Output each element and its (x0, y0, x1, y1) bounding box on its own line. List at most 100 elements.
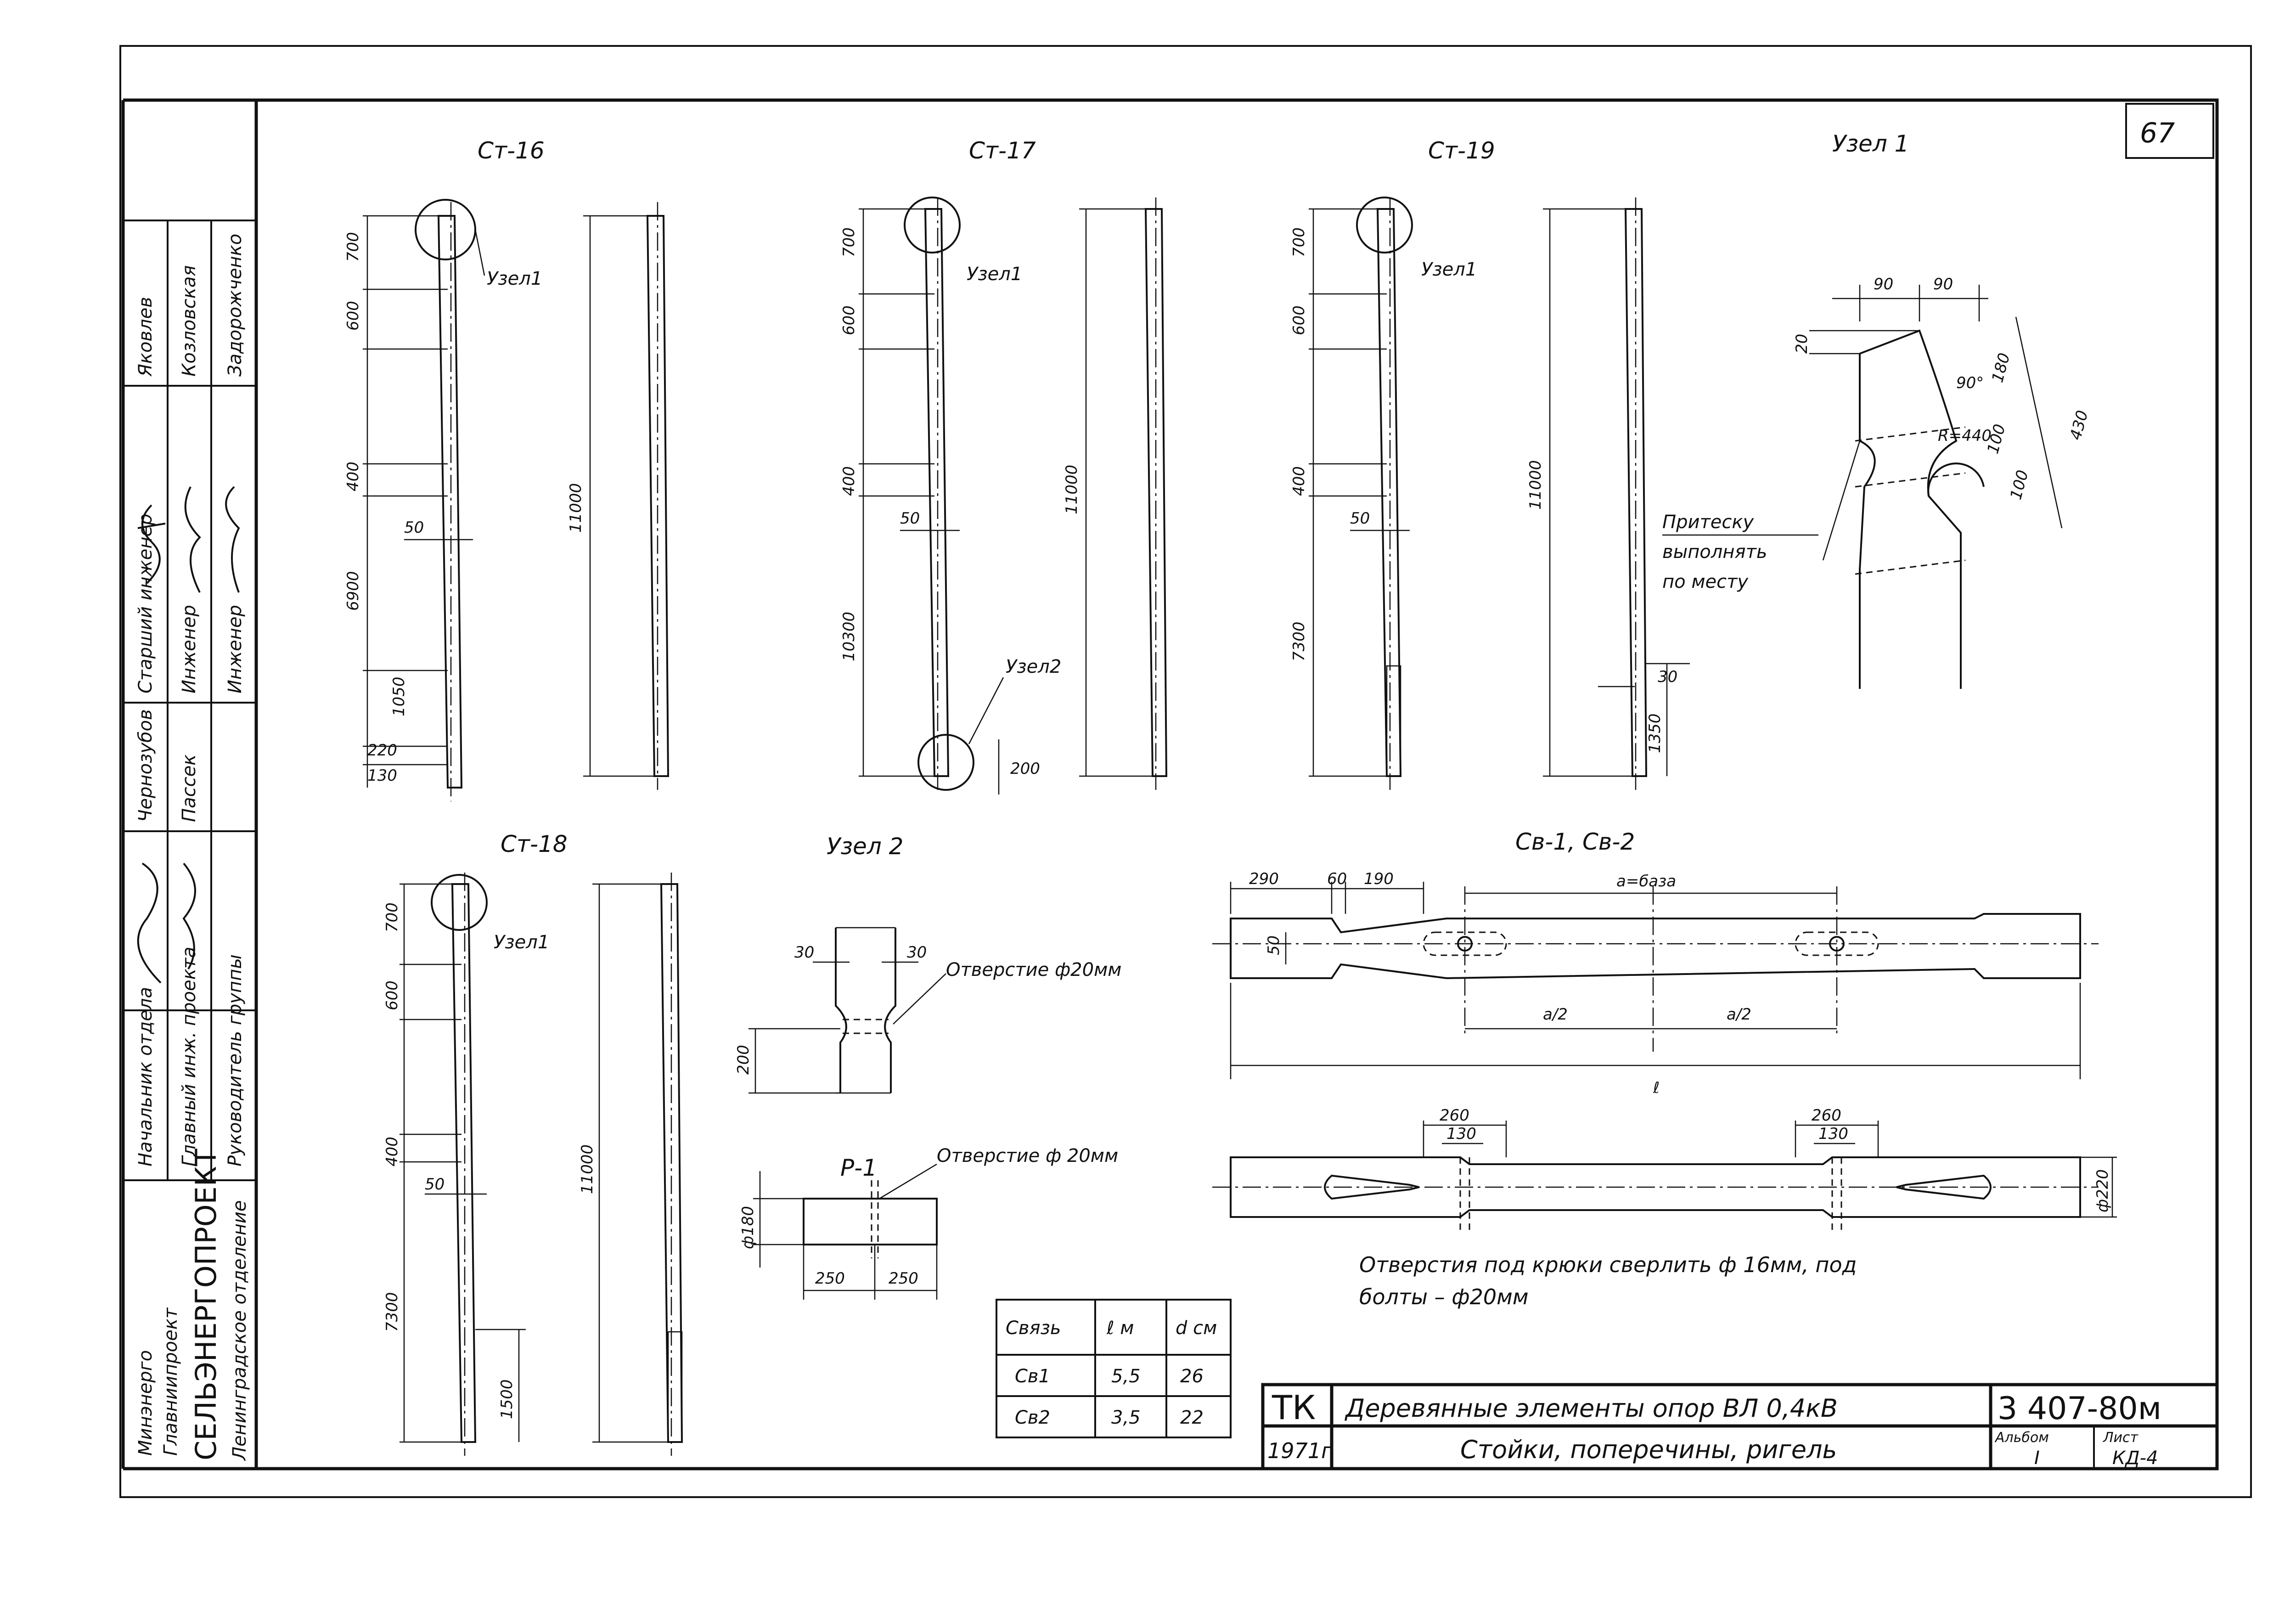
table-cell-0-2: 26 (1180, 1366, 1204, 1387)
stamp-column: Начальник отдела Главный инж. проекта Ру… (123, 220, 256, 1461)
view-p1: Р-1 Отверстие ф 20мм ф180 250 250 (739, 1145, 1118, 1300)
sv-label: Св-1, Св-2 (1515, 828, 1635, 855)
stamp-org-1: Минэнерго (135, 1350, 156, 1456)
p1-dim-250b: 250 (889, 1269, 918, 1288)
st17-dim-200: 200 (1010, 760, 1040, 778)
sv-dim-50: 50 (1265, 935, 1283, 955)
st18-dim-11000: 11000 (578, 1144, 597, 1194)
st19-label: Ст-19 (1428, 137, 1495, 164)
sheet-number-box (2125, 103, 2214, 159)
st18-dim-1500: 1500 (498, 1379, 516, 1419)
st19-callout: Узел1 (1421, 259, 1477, 280)
title-line2: Стойки, поперечины, ригель (1460, 1435, 1837, 1464)
node1-note-1: Притеску (1662, 512, 1755, 533)
stamp-name-1: Чернозубов (135, 709, 156, 822)
table-cell-0-1: 5,5 (1111, 1366, 1141, 1387)
st18-dim-7300: 7300 (383, 1292, 401, 1332)
st17-node2-circle (917, 734, 974, 791)
album-label: Альбом (1994, 1430, 2049, 1446)
node2-note: Отверстие ф20мм (946, 959, 1121, 980)
st19-dim-30: 30 (1658, 668, 1677, 686)
st16-callout: Узел1 (487, 268, 542, 289)
st19-dim-50: 50 (1350, 509, 1370, 528)
stamp-role-3: Руководитель группы (225, 954, 246, 1166)
st19-dim-600: 600 (1290, 305, 1308, 335)
signature-1 (137, 504, 166, 584)
st18-callout: Узел1 (494, 932, 549, 953)
stamp-org-2: Главниипроект (160, 1307, 181, 1456)
sv-dim-260a: 260 (1440, 1106, 1469, 1125)
view-st18: Ст-18 Узел1 700 600 400 50 7300 11000 15… (383, 831, 683, 1456)
st17-dim-11000: 11000 (1063, 465, 1081, 514)
node2-label: Узел 2 (827, 833, 903, 860)
stamp-org-4: Ленинградское отделение (229, 1200, 250, 1461)
st19-dim-7300: 7300 (1290, 621, 1308, 661)
node1-dim-90a: 90 (1874, 275, 1893, 293)
p1-dim-250a: 250 (815, 1269, 845, 1288)
p1-note: Отверстие ф 20мм (937, 1145, 1118, 1166)
title-year: 1971г (1267, 1438, 1333, 1463)
st16-dim-400: 400 (344, 462, 362, 491)
p1-dim-180: ф180 (739, 1206, 757, 1249)
st17-dim-50: 50 (900, 509, 920, 528)
node1-label: Узел 1 (1832, 130, 1909, 157)
st19-dim-400: 400 (1290, 466, 1308, 496)
stamp-role-2: Главный инж. проекта (179, 947, 200, 1166)
st19-node-circle (1356, 197, 1413, 254)
table-cell-0-0: Св1 (1015, 1366, 1050, 1387)
st19-dim-11000: 11000 (1526, 460, 1545, 510)
st17-node1-circle (904, 197, 961, 254)
st17-callout: Узел1 (967, 264, 1022, 285)
signature-2 (184, 486, 201, 593)
node1-dim-430: 430 (2066, 408, 2092, 442)
stamp-name-3: Яковлев (135, 297, 156, 377)
table-cell-1-0: Св2 (1015, 1407, 1050, 1428)
st16-dim-11000: 11000 (567, 483, 585, 533)
node1-dim-100b: 100 (2007, 468, 2032, 501)
signature-4 (137, 862, 162, 984)
sheet-number: 67 (2140, 117, 2175, 149)
holes-note-1: Отверстия под крюки сверлить ф 16мм, под (1359, 1252, 1857, 1277)
stamp-name-2: Пассек (179, 755, 200, 822)
sheet-value: КД-4 (2112, 1448, 2158, 1469)
connection-table: Связь ℓ м d см Св1 5,5 26 Св2 3,5 22 (996, 1299, 1232, 1438)
sv-dim-base: a=база (1616, 872, 1676, 890)
sv-dim-290: 290 (1249, 870, 1279, 888)
sv-dim-130a: 130 (1446, 1125, 1476, 1143)
sv-dim-260b: 260 (1812, 1106, 1841, 1125)
stamp-name-5: Задорожченко (225, 234, 246, 377)
stamp-role-5: Инженер (179, 605, 200, 693)
view-node1: Узел 1 90 90 20 90° 180 430 R=440 100 10… (1662, 130, 2092, 689)
signature-5 (182, 862, 196, 970)
st16-node-circle (415, 199, 476, 260)
node2-dim-200: 200 (734, 1045, 753, 1075)
st19-dim-700: 700 (1290, 227, 1308, 257)
title-designation: 3 407-80м (1998, 1391, 2161, 1427)
view-st16: Ст-16 Узел1 700 600 400 50 6900 1050 220… (344, 137, 670, 801)
sv-dim-60: 60 (1327, 870, 1347, 888)
st17-dim-700: 700 (840, 227, 858, 257)
node1-dim-90b: 90 (1933, 275, 1953, 293)
st18-dim-400: 400 (383, 1137, 401, 1166)
p1-label: Р-1 (840, 1155, 877, 1181)
view-node2: Узел 2 30 30 Отверстие ф20мм 200 (734, 833, 1121, 1094)
st16-label: Ст-16 (478, 137, 545, 164)
st16-dim-700: 700 (344, 232, 362, 262)
stamp-role-1: Начальник отдела (135, 987, 156, 1166)
sv-dim-a2b: a/2 (1727, 1005, 1751, 1024)
table-cell-1-2: 22 (1180, 1407, 1204, 1428)
stamp-org-3: СЕЛЬЭНЕРГОПРОЕКТ (189, 1148, 223, 1460)
node1-note-2: выполнять (1662, 541, 1767, 563)
node1-dim-R440: R=440 (1938, 427, 1992, 445)
sheet-label: Лист (2103, 1430, 2139, 1446)
st18-dim-50: 50 (425, 1175, 445, 1194)
table-header-1: ℓ м (1106, 1318, 1134, 1339)
node1-dim-180: 180 (1988, 351, 2014, 384)
node2-dim-30a: 30 (794, 943, 814, 962)
st16-dim-50: 50 (404, 518, 424, 537)
st18-node-circle (431, 874, 488, 931)
album-value: I (2034, 1448, 2040, 1469)
title-code: ТК (1272, 1388, 1316, 1427)
node1-note-3: по месту (1662, 571, 1749, 592)
